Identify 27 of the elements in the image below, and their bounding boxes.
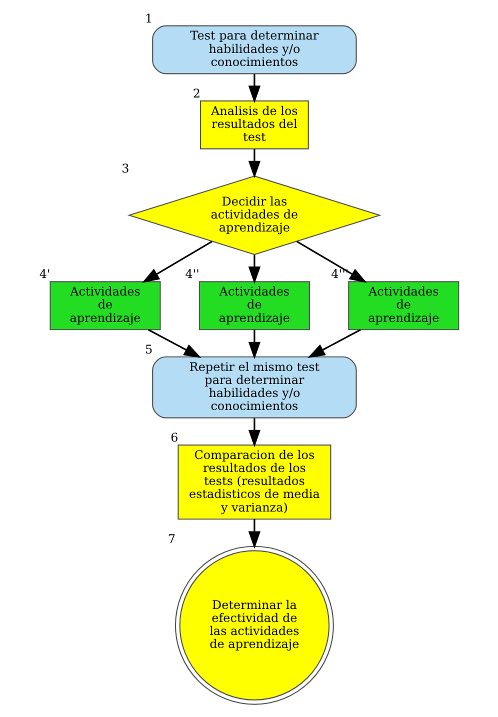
arrow xyxy=(148,329,202,358)
node-label: 4'' xyxy=(185,267,200,282)
node-box: Actividades de aprendizaje xyxy=(348,281,460,330)
node-diamond: Decidir las actividades de aprendizaje xyxy=(127,176,382,256)
arrow xyxy=(248,74,261,104)
arrow xyxy=(248,254,261,284)
node-label: 6 xyxy=(170,430,178,445)
node-box: Actividades de aprendizaje xyxy=(198,281,310,330)
node-box: Analisis de los resultados del test xyxy=(200,100,309,150)
arrow xyxy=(308,329,361,358)
node-label: 3 xyxy=(122,162,130,176)
node-box: Comparacion de los resultados de los tests (resultados estadisticos de media y varianza) xyxy=(178,444,332,520)
arrow xyxy=(248,149,261,178)
node-label: 2 xyxy=(192,86,201,100)
arrow xyxy=(296,240,367,283)
node-label: 7 xyxy=(168,532,176,546)
node-circle: Determinar la efectividad de las actividades de aprendizaje xyxy=(174,546,334,705)
arrow xyxy=(248,519,261,549)
node-box: Test para determinar habilidades y/o conocimientos xyxy=(152,25,357,74)
arrow xyxy=(142,240,212,283)
node-box: Repetir el mismo test para determinar habilidades y/o conocimientos xyxy=(152,356,357,418)
node-label: 5 xyxy=(144,342,153,356)
arrow xyxy=(248,418,261,448)
node-label: 1 xyxy=(144,11,153,26)
arrow xyxy=(248,330,261,360)
node-box: Actividades de aprendizaje xyxy=(50,281,161,330)
node-label: 4' xyxy=(39,267,50,282)
